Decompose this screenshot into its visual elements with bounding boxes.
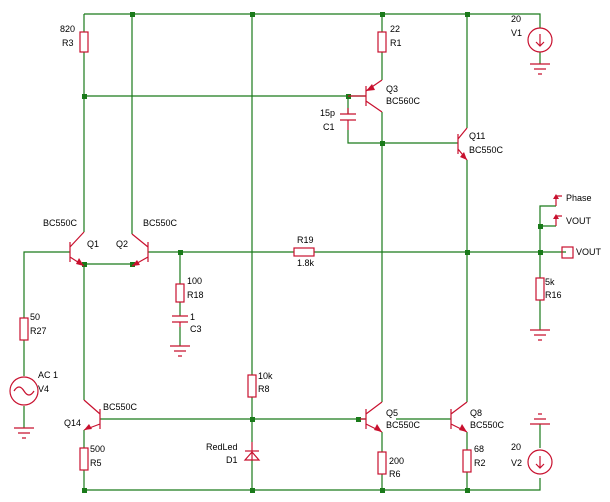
- resistor-r19[interactable]: R19 1.8k: [293, 235, 315, 268]
- v1-ref: V1: [511, 28, 522, 38]
- transistor-q8[interactable]: Q8 BC550C: [450, 401, 505, 433]
- transistor-q5[interactable]: Q5 BC550C: [360, 401, 421, 433]
- probe-phase[interactable]: Phase: [553, 193, 592, 206]
- ground-icon: [530, 329, 550, 341]
- probe-vout[interactable]: VOUT: [553, 214, 592, 226]
- q2-model: BC550C: [143, 218, 178, 228]
- resistor-r6[interactable]: 200 R6: [377, 451, 404, 479]
- transistor-q3[interactable]: Q3 BC560C: [348, 79, 421, 113]
- c3-value: 1: [190, 312, 195, 322]
- q3-model: BC560C: [386, 96, 421, 106]
- r16-ref: R16: [545, 290, 562, 300]
- r8-ref: R8: [258, 384, 270, 394]
- resistor-r1[interactable]: 22 R1: [377, 24, 402, 53]
- d1-value: RedLed: [206, 442, 238, 452]
- voltage-source-v1[interactable]: 20 V1: [511, 14, 553, 53]
- ground-icon: [170, 345, 190, 357]
- r19-value: 1.8k: [297, 258, 315, 268]
- r5-ref: R5: [90, 458, 102, 468]
- q14-ref: Q14: [64, 418, 81, 428]
- resistor-r5[interactable]: 500 R5: [79, 444, 105, 471]
- transistor-q14[interactable]: BC550C Q14: [64, 399, 138, 431]
- q3-ref: Q3: [386, 84, 398, 94]
- v4-ref: V4: [38, 384, 49, 394]
- ground-icon: [530, 63, 550, 75]
- transistor-q1[interactable]: BC550C Q1: [43, 218, 99, 267]
- r16-value: 5k: [545, 277, 555, 287]
- r3-value: 820: [60, 24, 75, 34]
- r18-value: 100: [187, 276, 202, 286]
- resistor-r2[interactable]: 68 R2: [462, 444, 486, 473]
- transistor-q2[interactable]: BC550C Q2: [116, 218, 178, 267]
- q8-model: BC550C: [470, 420, 505, 430]
- r27-value: 50: [30, 312, 40, 322]
- r3-ref: R3: [62, 38, 74, 48]
- v4-value: AC 1: [38, 370, 58, 380]
- c3-ref: C3: [190, 324, 202, 334]
- port-vout-label: VOUT: [576, 247, 602, 257]
- q5-model: BC550C: [386, 420, 421, 430]
- led-d1[interactable]: RedLed D1: [206, 442, 261, 465]
- capacitor-c3[interactable]: 1 C3: [172, 312, 202, 334]
- q2-ref: Q2: [116, 239, 128, 249]
- ground-icons: [14, 63, 550, 439]
- r5-value: 500: [90, 444, 105, 454]
- resistor-r18[interactable]: 100 R18: [175, 276, 204, 303]
- r6-value: 200: [389, 456, 404, 466]
- r27-ref: R27: [30, 326, 47, 336]
- wires: [23, 13, 566, 491]
- r2-value: 68: [474, 444, 484, 454]
- q11-ref: Q11: [469, 131, 485, 141]
- resistor-r16[interactable]: 5k R16: [535, 277, 562, 301]
- r2-ref: R2: [474, 458, 486, 468]
- q11-model: BC550C: [469, 145, 504, 155]
- d1-ref: D1: [226, 455, 238, 465]
- voltage-source-v2[interactable]: 20 V2: [511, 442, 553, 475]
- transistor-q11[interactable]: Q11 BC550C: [457, 127, 504, 161]
- v1-value: 20: [511, 14, 521, 24]
- resistor-r27[interactable]: 50 R27: [19, 312, 47, 341]
- c1-value: 15p: [320, 108, 335, 118]
- probe-vout-label: VOUT: [566, 216, 592, 226]
- ground-icon: [14, 427, 34, 439]
- resistor-r3[interactable]: 820 R3: [60, 24, 89, 53]
- v2-value: 20: [511, 442, 521, 452]
- c1-ref: C1: [323, 122, 335, 132]
- q14-model: BC550C: [103, 402, 138, 412]
- r1-ref: R1: [390, 38, 402, 48]
- q1-model: BC550C: [43, 218, 78, 228]
- junctions: [82, 12, 543, 493]
- r1-value: 22: [390, 24, 400, 34]
- r18-ref: R18: [187, 290, 204, 300]
- q8-ref: Q8: [470, 408, 482, 418]
- ground-icon: [530, 413, 550, 425]
- probe-phase-label: Phase: [566, 193, 592, 203]
- q1-ref: Q1: [87, 239, 99, 249]
- r8-value: 10k: [258, 371, 273, 381]
- ac-source-v4[interactable]: AC 1 V4: [9, 370, 58, 406]
- resistor-r8[interactable]: 10k R8: [247, 371, 273, 398]
- r6-ref: R6: [389, 469, 401, 479]
- port-vout[interactable]: VOUT: [561, 246, 602, 259]
- capacitor-c1[interactable]: 15p C1: [320, 108, 356, 132]
- q5-ref: Q5: [386, 408, 398, 418]
- r19-ref: R19: [297, 235, 314, 245]
- v2-ref: V2: [511, 458, 522, 468]
